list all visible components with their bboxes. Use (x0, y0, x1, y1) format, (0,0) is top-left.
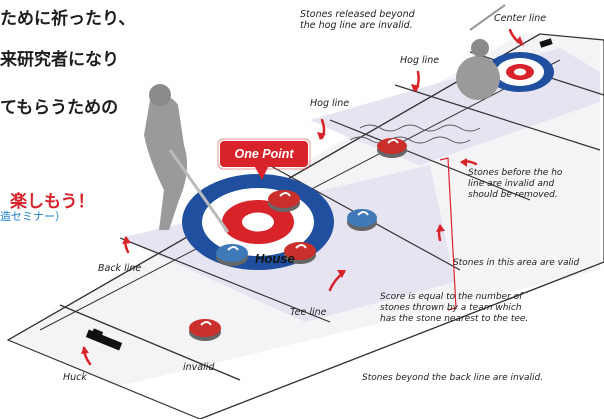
arrowhead-hack (81, 346, 89, 354)
japanese-text-line-2: 来研究者になり (0, 50, 119, 70)
japanese-blue-subtitle: 造セミナー） (0, 210, 66, 223)
label-beyond-back-line: Stones beyond the back line are invalid. (362, 373, 544, 383)
japanese-text-line-3: てもらうための (0, 98, 119, 118)
label-before-hog-line-1: Stones before the ho (468, 168, 563, 178)
arrowhead-valid-area (436, 224, 445, 232)
far-player-broom (469, 4, 506, 31)
arrowhead-hog-line-top (411, 84, 420, 92)
label-valid-area: Stones in this area are valid (453, 258, 580, 268)
side-line-right (199, 261, 604, 419)
label-invalid: invalid (183, 362, 215, 373)
label-hog-line-left: Hog line (310, 98, 350, 109)
near-player-silhouette (144, 96, 188, 230)
label-before-hog-line-3: should be removed. (468, 190, 558, 200)
japanese-text-line-1: ために祈ったり、 (0, 9, 136, 29)
house-label: House (255, 251, 295, 266)
label-before-hog-line-2: line are invalid and (468, 179, 555, 189)
label-back-line: Back line (98, 263, 142, 274)
hog-line-middle (329, 119, 531, 201)
label-score-line-1: Score is equal to the number of (380, 292, 523, 302)
arrowhead-before-hog (460, 158, 467, 167)
far-house-button (514, 68, 526, 76)
label-score-line-2: stones thrown by a team which (380, 303, 522, 313)
one-point-callout (217, 138, 311, 180)
label-center-line: Center line (494, 13, 547, 24)
japanese-red-headline: 楽しもう！ (10, 192, 95, 212)
stone-blue-left (216, 244, 248, 266)
stone-red-house (284, 242, 316, 264)
label-hack: Huck (63, 372, 87, 383)
valid-area-bracket (439, 157, 457, 311)
hack-icon (85, 328, 123, 351)
stone-red-midsheet (377, 138, 407, 158)
label-tee-line: Tee line (290, 307, 327, 318)
arrowhead-hog-line-left (317, 132, 326, 140)
stone-red-top (268, 190, 300, 212)
house-button (242, 212, 274, 232)
far-player-head (471, 39, 489, 57)
near-player-head (149, 84, 171, 106)
arrowhead-back-line (122, 236, 131, 244)
tee-line (119, 237, 331, 323)
stone-red-invalid (189, 319, 221, 341)
break-line-1 (359, 124, 481, 132)
back-line (59, 304, 241, 381)
stone-blue-right (347, 209, 377, 231)
label-score-line-3: has the stone nearest to the tee. (380, 314, 529, 324)
far-player-silhouette (456, 56, 500, 100)
near-player-broom (168, 149, 230, 233)
arrowhead-tee-line (337, 270, 346, 278)
one-point-label: One Point (234, 147, 294, 161)
hog-line-far (394, 84, 601, 151)
arrowhead-center-line (516, 36, 524, 46)
far-hack-icon (539, 38, 553, 48)
break-line-2 (349, 136, 471, 144)
label-stones-released-line-1: Stones released beyond (300, 9, 415, 20)
label-hog-line-top: Hog line (400, 55, 440, 66)
label-stones-released-line-2: the hog line are invalid. (300, 20, 413, 31)
